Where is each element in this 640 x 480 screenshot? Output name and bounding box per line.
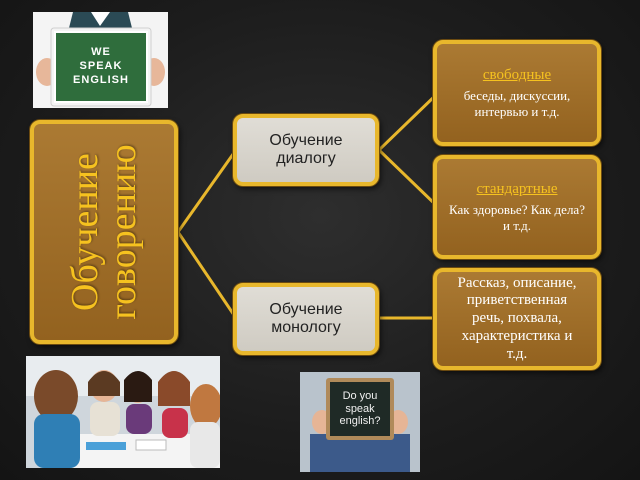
sign-bottom-line2: speak — [345, 402, 375, 415]
connector-dialog-standard — [377, 148, 439, 208]
dialog-label-line1: Обучение — [269, 131, 343, 149]
standard-dialog-body-line2: и т.д. — [502, 218, 532, 233]
students-photo — [26, 356, 220, 468]
monolog-types-box: Рассказ, описание, приветственная речь, … — [433, 268, 601, 370]
we-speak-english-photo: WE SPEAK ENGLISH — [33, 12, 168, 108]
sign-bottom-line1: Do you — [342, 390, 378, 403]
main-title-line1: Обучение — [64, 153, 106, 311]
speaking-training-title: Обучение говорению — [64, 144, 144, 320]
monolog-label-line2: монологу — [271, 319, 341, 336]
monolog-types-line2: приветственная — [466, 292, 568, 309]
sign-bottom-line3: english? — [339, 415, 381, 428]
standard-dialog-box: стандартные Как здоровье? Как дела? и т.… — [433, 155, 601, 259]
monolog-label-line1: Обучение — [269, 300, 343, 318]
free-dialog-body-line2: интервью и т.д. — [474, 104, 560, 119]
monolog-types-line5: т.д. — [506, 345, 528, 362]
do-you-speak-english-photo: Do you speak english? — [300, 372, 420, 472]
monolog-types-line4: характеристика и — [461, 327, 573, 344]
free-dialog-body-line1: беседы, дискуссии, — [463, 88, 571, 104]
dialog-label-line2: диалогу — [276, 150, 336, 167]
connector-main-monolog — [176, 231, 238, 319]
chalkboard-illustration — [300, 372, 420, 472]
monolog-types-line1: Рассказ, описание, — [457, 274, 577, 291]
free-dialog-box: свободные беседы, дискуссии, интервью и … — [433, 40, 601, 146]
main-title-line2: говорению — [102, 144, 144, 320]
connector-main-dialog — [176, 149, 238, 233]
connector-dialog-free — [377, 92, 439, 152]
dialog-training-box: Обучение диалогу — [233, 114, 379, 186]
monolog-types-line3: речь, похвала, — [472, 310, 562, 327]
sign-top-line2: SPEAK — [79, 60, 123, 73]
sign-illustration — [33, 12, 168, 108]
sign-top-line3: ENGLISH — [73, 73, 129, 86]
standard-dialog-heading: стандартные — [476, 181, 558, 198]
standard-dialog-body-line1: Как здоровье? Как дела? — [449, 202, 585, 218]
speaking-training-box: Обучение говорению — [30, 120, 178, 344]
monolog-training-box: Обучение монологу — [233, 283, 379, 355]
sign-top-line1: WE — [91, 46, 111, 59]
free-dialog-heading: свободные — [482, 67, 552, 84]
students-illustration — [26, 356, 220, 468]
